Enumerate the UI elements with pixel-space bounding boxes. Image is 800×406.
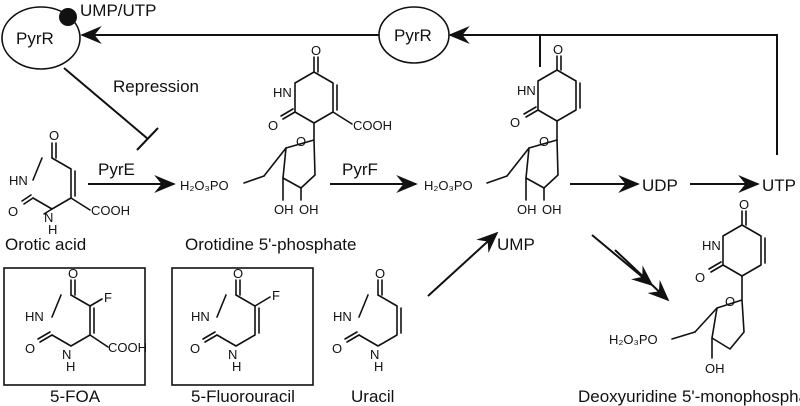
orotic-acid-label: Orotic acid [5,235,86,254]
svg-text:O: O [233,266,243,281]
svg-text:O: O [25,341,35,356]
svg-text:N: N [228,347,237,362]
pyre-label: PyrE [98,160,135,179]
utp-label: UTP [762,176,796,195]
dump-label: Deoxyuridine 5'-monophosphate [578,387,800,406]
dump-structure: O HN O O H₂O₃PO OH [609,197,766,376]
pyrr-bound-label: PyrR [16,29,54,48]
svg-text:HN: HN [273,85,292,100]
svg-text:H₂O₃PO: H₂O₃PO [424,178,473,193]
svg-text:OH: OH [517,202,537,217]
svg-text:O: O [332,341,342,356]
svg-text:F: F [104,290,112,305]
svg-text:HN: HN [191,309,210,324]
svg-text:F: F [272,288,280,303]
svg-text:H₂O₃PO: H₂O₃PO [180,178,229,193]
fivefoa-box [3,267,146,386]
svg-text:O: O [296,134,306,149]
fivefu-label: 5-Fluorouracil [191,387,295,406]
ump-to-dump-arrow-2 [614,249,670,302]
svg-text:O: O [695,270,705,285]
svg-text:OH: OH [705,361,725,376]
ump-label: UMP [497,235,535,254]
fivefoa-label: 5-FOA [50,387,101,406]
svg-text:O: O [8,204,18,219]
svg-text:COOH: COOH [91,203,130,218]
ump-utp-label: UMP/UTP [80,1,157,20]
uracil-label: Uracil [351,387,394,406]
svg-text:O: O [68,266,78,281]
orotic-acid-structure: O HN O N H COOH [8,128,130,237]
svg-text:H: H [374,359,383,374]
svg-text:HN: HN [9,173,28,188]
svg-text:O: O [539,134,549,149]
svg-text:H: H [48,222,57,237]
ump-structure: O HN O O H₂O₃PO OH OH [424,42,581,217]
repression-line [63,67,149,140]
utp-feedback-line [448,26,778,155]
svg-text:O: O [268,118,278,133]
svg-text:N: N [62,347,71,362]
svg-text:HN: HN [517,83,536,98]
omp-structure: O HN O COOH O H₂O₃PO OH OH [180,43,392,217]
svg-text:HN: HN [25,309,44,324]
svg-text:COOH: COOH [108,340,147,355]
svg-text:COOH: COOH [353,118,392,133]
fivefoa-structure: O F HN O N H COOH [25,266,147,374]
svg-text:OH: OH [542,202,562,217]
svg-text:N: N [44,210,53,225]
svg-text:N: N [370,347,379,362]
uracil-to-ump-arrow [427,231,499,297]
ump-utp-ligand-dot [59,8,77,26]
pyrf-label: PyrF [342,160,378,179]
svg-text:OH: OH [274,202,294,217]
svg-text:O: O [725,294,735,309]
pyrr-bound-ellipse [1,6,81,70]
svg-text:O: O [311,43,321,58]
svg-text:H: H [66,359,75,374]
svg-text:HN: HN [702,238,721,253]
svg-text:H: H [232,359,241,374]
svg-text:O: O [553,42,563,57]
uracil-structure: O HN O N H [332,266,402,374]
pyrr-free-label: PyrR [394,26,432,45]
svg-text:O: O [739,197,749,212]
repression-label: Repression [113,77,199,96]
svg-text:O: O [49,128,59,143]
svg-text:O: O [510,115,520,130]
svg-text:OH: OH [299,202,319,217]
repression-bar [136,127,159,151]
svg-text:O: O [375,266,385,281]
omp-label: Orotidine 5'-phosphate [185,235,356,254]
fivefu-box [171,267,314,386]
svg-text:HN: HN [333,309,352,324]
udp-label: UDP [642,176,678,195]
svg-text:H₂O₃PO: H₂O₃PO [609,332,658,347]
fivefu-structure: O F HN O N H [190,266,280,374]
svg-text:O: O [190,341,200,356]
